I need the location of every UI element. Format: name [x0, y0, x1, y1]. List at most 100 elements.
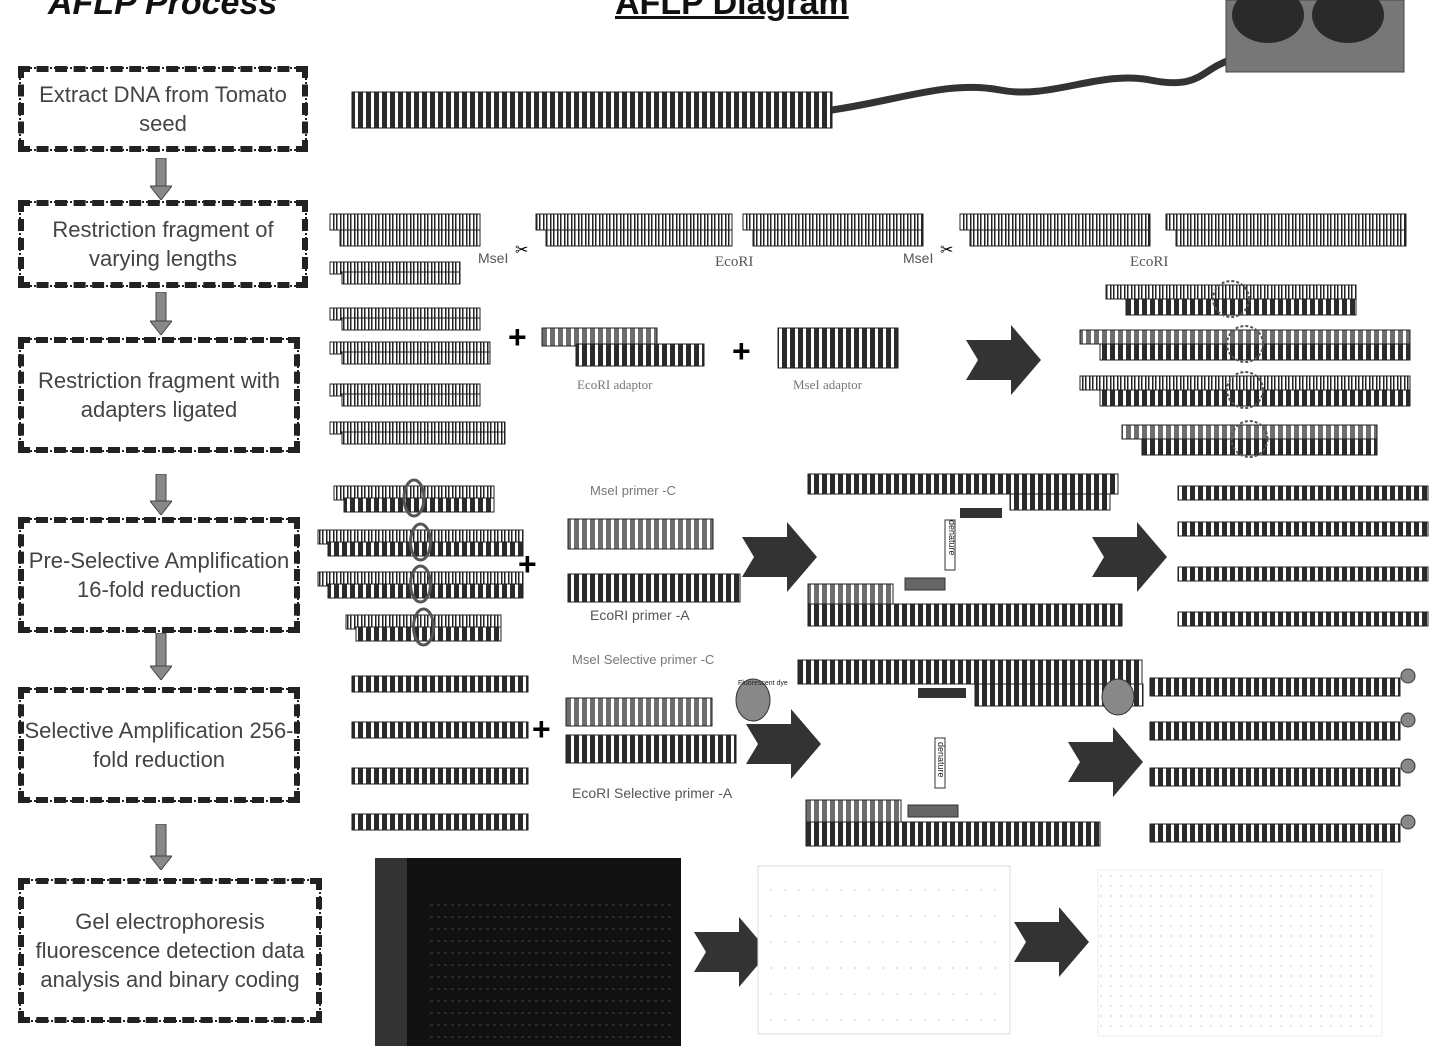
right-arrow-icon: [746, 709, 821, 779]
down-arrow-icon: [150, 158, 172, 200]
dna-fragment: [341, 271, 461, 285]
ligation-site-marker: [1226, 325, 1264, 363]
fluorescent-dye-icon: [1400, 758, 1416, 774]
dna-fragment: [341, 317, 481, 331]
diagram-title: AFLP Diagram: [615, 0, 849, 22]
denature-label: denature: [936, 742, 946, 778]
primer-arrow: [904, 577, 946, 591]
ecori-selective-primer-label: EcoRI Selective primer -A: [572, 785, 733, 801]
dna-fragment: [752, 229, 924, 247]
ecori-adaptor: [575, 343, 705, 367]
dna-fragment: [807, 473, 1119, 495]
gel-image: [375, 858, 407, 1046]
dna-fragment: [742, 213, 924, 231]
fluorescent-dye-icon: [1101, 678, 1135, 716]
pre-amplified-fragment: [351, 813, 529, 831]
dna-fragment: [959, 213, 1151, 231]
ligation-site-marker: [409, 522, 432, 562]
dna-fragment: [329, 213, 481, 231]
dna-fragment: [341, 431, 506, 445]
ecori-primer: [567, 573, 741, 603]
process-title: AFLP Process: [48, 0, 278, 22]
selective-amplified-fragment: [1149, 721, 1401, 741]
msei-label: MseI: [903, 250, 934, 266]
step-gel-electrophoresis: Gel electrophoresis fluorescence detecti…: [18, 878, 322, 1023]
tomato-seed-photo: [1232, 0, 1304, 43]
step-pre-selective: Pre-Selective Amplification 16-fold redu…: [18, 517, 300, 633]
primer-arrow: [960, 508, 1002, 518]
down-arrow-icon: [150, 292, 172, 335]
primer-arrow: [907, 804, 959, 818]
genomic-dna: [351, 91, 833, 129]
dna-fragment: [341, 393, 481, 407]
fluorescent-dye-icon: [735, 678, 771, 722]
binary-matrix-image: [1097, 869, 1383, 1037]
fluorescent-dye-icon: [1400, 814, 1416, 830]
dna-fragment: [807, 583, 894, 605]
ecori-selective-primer: [565, 734, 737, 764]
dna-fragment: [343, 497, 495, 513]
dna-helix: [831, 56, 1232, 114]
down-arrow-icon: [150, 474, 172, 515]
ligation-site-marker: [1212, 280, 1250, 318]
plus-icon: +: [732, 333, 751, 369]
msei-adaptor: [777, 327, 899, 369]
right-arrow-icon: [694, 917, 769, 987]
dna-fragment: [1105, 284, 1357, 300]
ecori-adaptor-label: EcoRI adaptor: [577, 377, 653, 392]
dna-fragment: [1009, 493, 1111, 511]
msei-label: MseI: [478, 250, 509, 266]
dna-fragment: [1121, 424, 1378, 440]
ecori-adaptor: [541, 327, 658, 347]
msei-primer-label: MseI primer -C: [590, 483, 676, 498]
dna-fragment: [797, 659, 1143, 685]
dna-fragment: [535, 213, 733, 231]
dna-fragment: [1079, 375, 1411, 391]
fluorescent-dye-icon: [1400, 668, 1416, 684]
ecori-label: EcoRI: [1130, 254, 1169, 270]
denature-label: denature: [947, 520, 957, 556]
ligation-site-marker: [1230, 420, 1269, 458]
fluorescent-dye-label: Fluorescent dye: [738, 680, 788, 687]
dna-fragment: [1125, 298, 1357, 316]
dna-fragment: [1079, 329, 1411, 345]
dna-fragment: [807, 603, 1123, 627]
step-selective: Selective Amplification 256-fold reducti…: [18, 687, 300, 803]
down-arrow-icon: [150, 824, 172, 870]
step-extract-dna: Extract DNA from Tomato seed: [18, 66, 308, 152]
right-arrow-icon: [1014, 907, 1089, 977]
step-adapters-ligated: Restriction fragment with adapters ligat…: [18, 337, 300, 453]
denature-double-arrow-icon: [934, 737, 946, 789]
pre-amplified-fragment: [351, 721, 529, 739]
pre-amplified-fragment: [351, 675, 529, 693]
msei-selective-primer: [565, 697, 713, 727]
msei-selective-primer-label: MseI Selective primer -C: [572, 652, 715, 667]
scissors-icon: ✂: [515, 242, 528, 259]
dna-fragment: [1099, 389, 1411, 407]
dna-fragment: [805, 821, 1101, 847]
dna-fragment: [1141, 438, 1378, 456]
right-arrow-icon: [742, 522, 817, 592]
dna-fragment: [805, 799, 902, 823]
primer-arrow: [918, 688, 966, 698]
dna-fragment: [355, 626, 502, 642]
right-arrow-icon: [966, 325, 1041, 395]
dna-fragment: [1165, 213, 1407, 231]
amplified-fragment: [1177, 611, 1429, 627]
fluorescent-dye-icon: [1400, 712, 1416, 728]
dna-fragment: [974, 683, 1144, 707]
pre-amplified-fragment: [351, 767, 529, 785]
ligation-site-marker: [412, 607, 435, 647]
selective-amplified-fragment: [1149, 823, 1401, 843]
tomato-seed-photo: [1312, 0, 1384, 43]
dna-fragment: [339, 229, 481, 247]
dna-fragment: [1175, 229, 1407, 247]
ecori-label: EcoRI: [715, 254, 754, 270]
ecori-primer-label: EcoRI primer -A: [590, 607, 690, 623]
dna-fragment: [341, 351, 491, 365]
amplified-fragment: [1177, 485, 1429, 501]
dna-fragment: [545, 229, 733, 247]
ligation-site-marker: [409, 564, 432, 604]
amplified-fragment: [1177, 521, 1429, 537]
